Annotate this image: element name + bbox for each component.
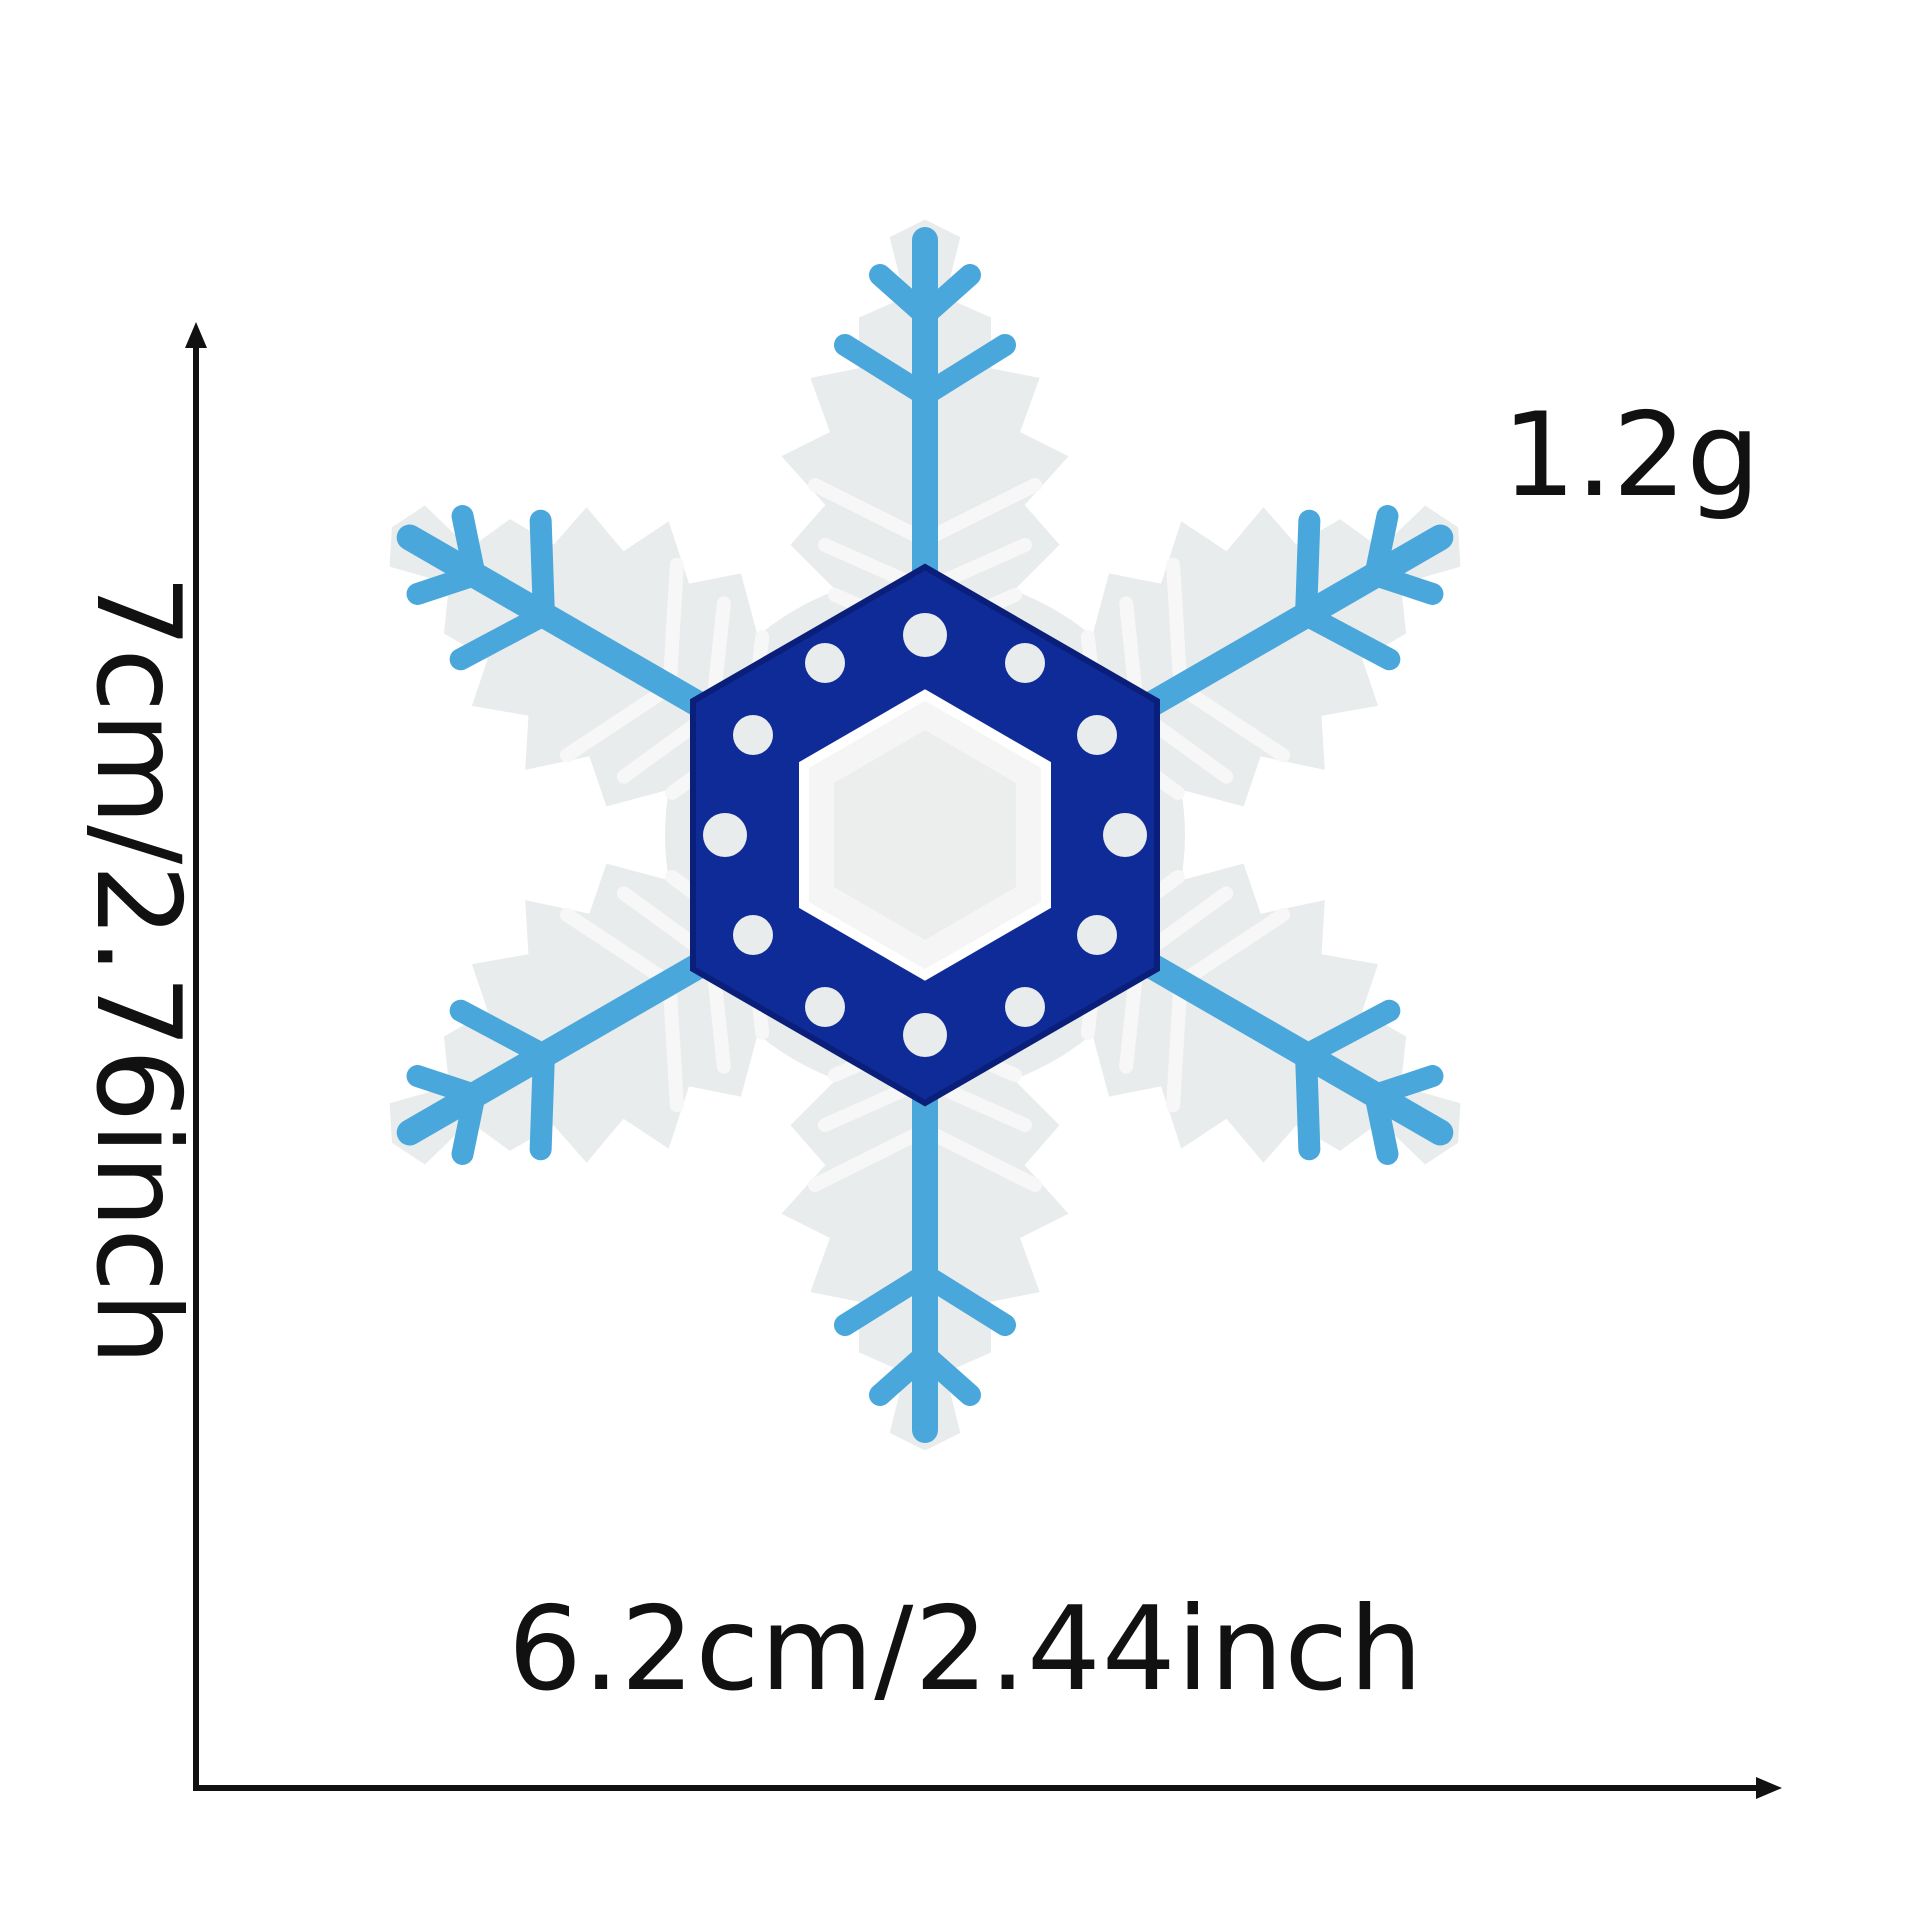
height-label: 7cm/2.76inch <box>70 574 205 1366</box>
width-arrow-icon <box>1756 1777 1782 1799</box>
width-label: 6.2cm/2.44inch <box>508 1582 1424 1717</box>
height-arrow-icon <box>185 322 207 348</box>
weight-label: 1.2g <box>1502 388 1761 523</box>
